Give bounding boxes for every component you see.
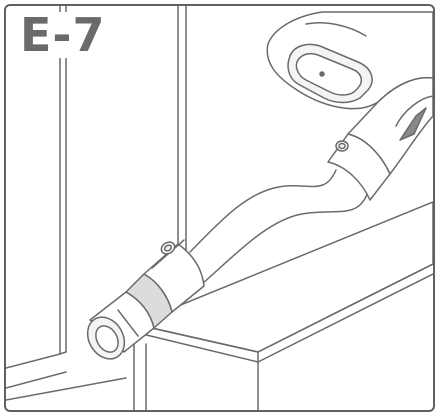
wall-door-frame <box>6 6 187 389</box>
lower-hose-cuff <box>143 239 205 313</box>
flexible-hose <box>189 169 369 285</box>
vacuum-hose-illustration <box>6 6 433 410</box>
appliance-head <box>266 11 433 110</box>
step-label: E-7 <box>20 12 110 58</box>
floor-lines <box>6 343 147 410</box>
nozzle-tip <box>86 291 155 360</box>
illustration-frame: E-7 <box>4 4 435 412</box>
